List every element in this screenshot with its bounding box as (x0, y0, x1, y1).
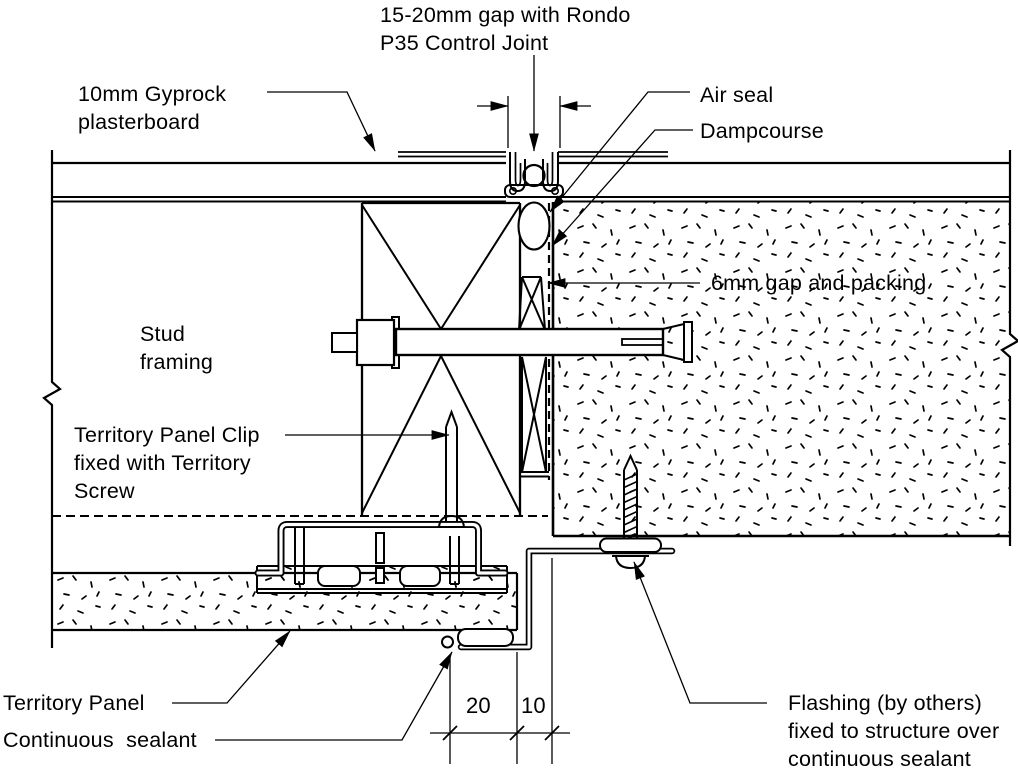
concrete-structure (551, 202, 1010, 538)
label-continuous-sealant: Continuous sealant (3, 728, 197, 752)
label-gap-note: 15-20mm gap with Rondo P35 Control Joint (380, 3, 631, 55)
break-edges (42, 150, 1018, 648)
leader-flashing (633, 561, 767, 704)
anchor-bolt (331, 316, 693, 369)
label-panel-clip: Territory Panel Clip fixed with Territor… (74, 423, 260, 503)
leader-air-seal (549, 91, 690, 213)
sealant-beads (441, 537, 662, 649)
top-gap-dimension (477, 96, 591, 148)
label-dampcourse: Dampcourse (700, 119, 824, 143)
leader-territory-panel (172, 630, 291, 704)
leader-lines (172, 55, 767, 741)
leader-dampcourse (551, 129, 693, 247)
label-air-seal: Air seal (700, 83, 774, 107)
plasterboard-lining (52, 151, 1010, 203)
air-seal-rod (517, 201, 551, 251)
label-stud-framing: Stud framing (140, 322, 214, 374)
dimension-value-10: 10 (521, 693, 546, 718)
leader-continuous-sealant (215, 651, 453, 741)
label-gap-packing: 6mm gap and packing (711, 271, 927, 295)
panel-clip (254, 521, 509, 585)
label-territory-panel: Territory Panel (3, 691, 145, 715)
control-joint (504, 152, 564, 198)
bottom-dimension (430, 558, 570, 764)
label-flashing: Flashing (by others) fixed to structure … (788, 691, 1000, 768)
packing-pieces (518, 276, 549, 478)
leader-plasterboard (267, 91, 376, 152)
territory-screw (437, 409, 466, 528)
dimension-value-20: 20 (466, 693, 491, 718)
label-plasterboard: 10mm Gyprock plasterboard (78, 82, 227, 134)
